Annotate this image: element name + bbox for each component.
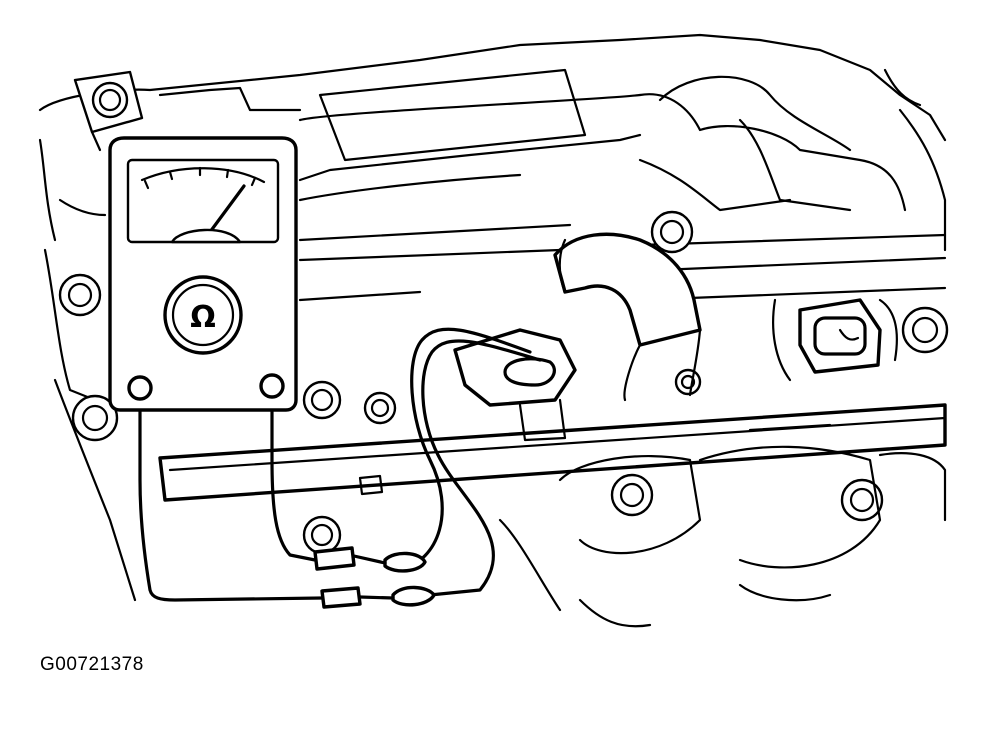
injector-connector-test (453, 328, 577, 442)
lead-clip-lower (320, 585, 436, 609)
ohm-selector-dial (163, 275, 243, 355)
intake-manifold (498, 445, 947, 628)
bolt-lower-left-2 (71, 394, 119, 442)
bolt-manifold-right (840, 478, 884, 522)
top-bracket (73, 70, 144, 152)
bolt-left (58, 273, 102, 317)
bolt-right-edge (901, 306, 949, 354)
meter-wires (138, 388, 324, 602)
lead-clip-upper (313, 546, 427, 573)
ohm-symbol: Ω (190, 300, 216, 335)
meter-jack-left (127, 375, 153, 401)
injector-connector-right (772, 298, 898, 382)
bolt-lower-2 (363, 391, 397, 425)
fuel-rail (158, 403, 947, 502)
test-leads (398, 327, 542, 597)
bolt-lower-left (302, 515, 342, 555)
meter-jack-right (259, 373, 285, 399)
bolt-manifold-center (610, 473, 654, 517)
bolt-small-right (674, 368, 702, 396)
figure-code: G00721378 (40, 654, 144, 675)
bolt-lower-center (302, 380, 342, 420)
engine-block-outline (38, 33, 947, 602)
ohmmeter: Ω (108, 136, 298, 412)
bolt-upper-right (650, 210, 694, 254)
coolant-hose (553, 232, 702, 402)
